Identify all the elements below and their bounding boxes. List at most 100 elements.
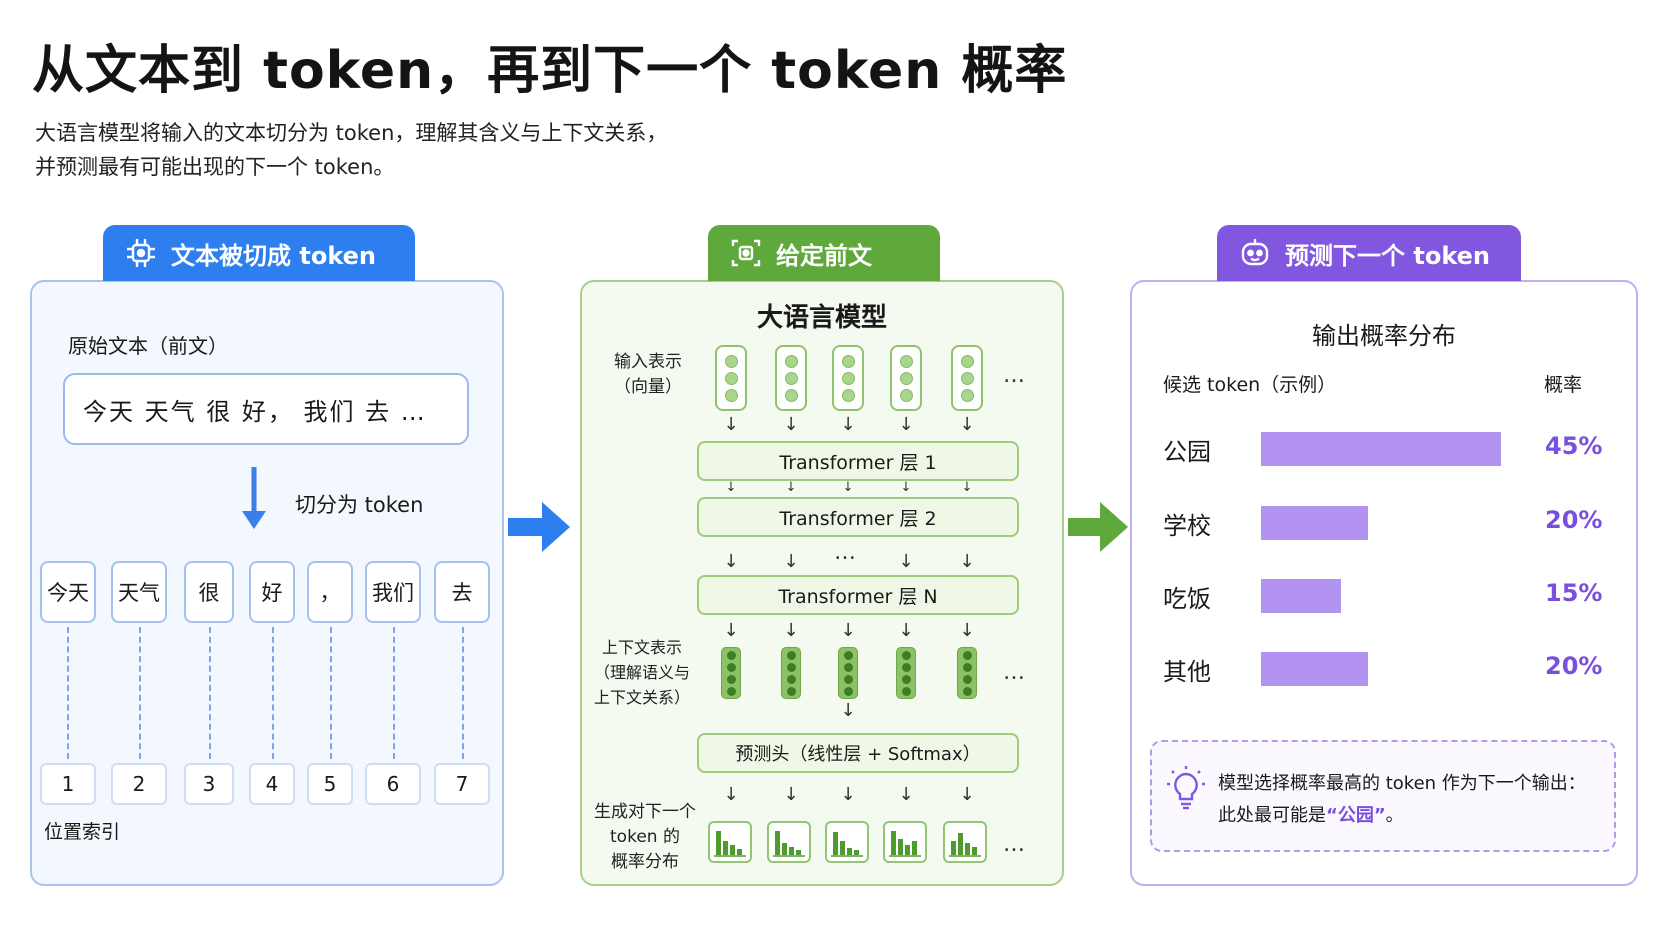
label-line: 上下文关系） [593,688,690,707]
label-line: 概率分布 [611,852,679,872]
token-index-link [139,627,141,759]
arrow-down-icon: ↓ [840,700,856,721]
context-vector [838,647,858,699]
probability-value: 45% [1545,432,1603,460]
transformer-layer-n: Transformer 层 N [697,575,1019,615]
position-index: 4 [249,763,295,805]
token-index-link [393,627,395,759]
subtitle-line-1: 大语言模型将输入的文本切分为 token，理解其含义与上下文关系， [35,121,668,145]
note-text: 。 [1385,805,1404,826]
tab-label: 文本被切成 token [171,241,376,270]
subtitle-line-2: 并预测最有可能出现的下一个 token。 [35,155,395,179]
ellipsis: … [1003,832,1027,857]
distribution-icon [708,821,752,863]
split-token-label: 切分为 token [295,493,424,517]
position-index: 7 [434,763,490,805]
lightbulb-icon [1167,766,1205,810]
context-vector [781,647,801,699]
distribution-icon [825,821,869,863]
position-index: 2 [111,763,167,805]
label-line: （理解语义与 [593,663,690,682]
label-line: token 的 [610,827,680,847]
distribution-icon [883,821,927,863]
probability-value: 20% [1545,652,1603,680]
distribution-icon [767,821,811,863]
token-index-link [67,627,69,759]
token-index-link [462,627,464,759]
token-box: 我们 [365,561,421,623]
label-line: （向量） [614,377,682,397]
page-subtitle: 大语言模型将输入的文本切分为 token，理解其含义与上下文关系， 并预测最有可… [35,116,667,184]
probability-bar [1261,506,1368,540]
input-vector [951,345,983,411]
label-line: 上下文表示 [601,638,682,657]
token-box: 今天 [40,561,96,623]
raw-text-box: 今天 天气 很 好， 我们 去 … [63,373,469,445]
token-index-link [209,627,211,759]
raw-text-label: 原始文本（前文） [68,334,228,358]
tab-label: 预测下一个 token [1285,241,1490,270]
prediction-head: 预测头（线性层 + Softmax） [697,733,1019,773]
probability-bar [1261,652,1368,686]
context-vector [957,647,977,699]
ellipsis: … [834,540,858,565]
token-box: 好 [249,561,295,623]
robot-icon [1241,239,1269,266]
input-vector [775,345,807,411]
input-vector [832,345,864,411]
position-index: 3 [184,763,234,805]
chip-icon [127,239,155,267]
arrow-down-icon [242,467,266,529]
transformer-layer-1: Transformer 层 1 [697,441,1019,481]
probability-value: 15% [1545,579,1603,607]
token-index-link [330,627,332,759]
position-index-label: 位置索引 [44,821,121,843]
probability-label: 概率 [1544,374,1583,396]
input-representation-label: 输入表示 （向量） [606,350,690,400]
candidate-name: 吃饭 [1163,585,1211,613]
position-index: 6 [365,763,421,805]
transformer-layer-2: Transformer 层 2 [697,497,1019,537]
highlight-token: “公园” [1326,805,1386,826]
label-line: 输入表示 [614,352,682,372]
context-vector [896,647,916,699]
candidate-token-label: 候选 token（示例） [1163,374,1337,396]
ellipsis: … [1003,660,1027,685]
label-line: 生成对下一个 [594,802,696,822]
token-box: 去 [434,561,490,623]
candidate-name: 公园 [1163,438,1211,466]
input-vector [715,345,747,411]
position-index: 1 [40,763,96,805]
distribution-icon [943,821,987,863]
candidate-name: 其他 [1163,658,1211,686]
tab-predict: 预测下一个 token [1217,225,1521,281]
token-box: 天气 [111,561,167,623]
tab-context: 给定前文 [708,225,940,281]
probability-bar [1261,432,1501,466]
conclusion-note [1150,740,1616,852]
conclusion-text: 模型选择概率最高的 token 作为下一个输出： 此处最可能是“公园”。 [1218,768,1586,832]
note-line-2: 此处最可能是“公园”。 [1218,800,1586,832]
tab-text-tokenize: 文本被切成 token [103,225,415,281]
tab-label: 给定前文 [776,241,872,270]
context-representation-label: 上下文表示 （理解语义与 上下文关系） [592,635,692,710]
arrow-right-icon [1068,502,1128,552]
input-vector [890,345,922,411]
note-line-1: 模型选择概率最高的 token 作为下一个输出： [1218,773,1586,794]
arrow-right-icon [508,502,570,552]
context-vector [721,647,741,699]
note-text: 此处最可能是 [1218,805,1326,826]
candidate-name: 学校 [1163,512,1211,540]
position-index: 5 [307,763,353,805]
token-box: 很 [184,561,234,623]
output-distribution-title: 输出概率分布 [1312,322,1456,350]
probability-value: 20% [1545,506,1603,534]
probability-bar [1261,579,1341,613]
scan-icon [731,239,761,267]
model-title: 大语言模型 [756,303,887,333]
distribution-label: 生成对下一个 token 的 概率分布 [590,800,700,875]
ellipsis: … [1003,363,1027,388]
page-title: 从文本到 token，再到下一个 token 概率 [32,41,1068,101]
token-index-link [272,627,274,759]
token-box: ， [307,561,353,623]
